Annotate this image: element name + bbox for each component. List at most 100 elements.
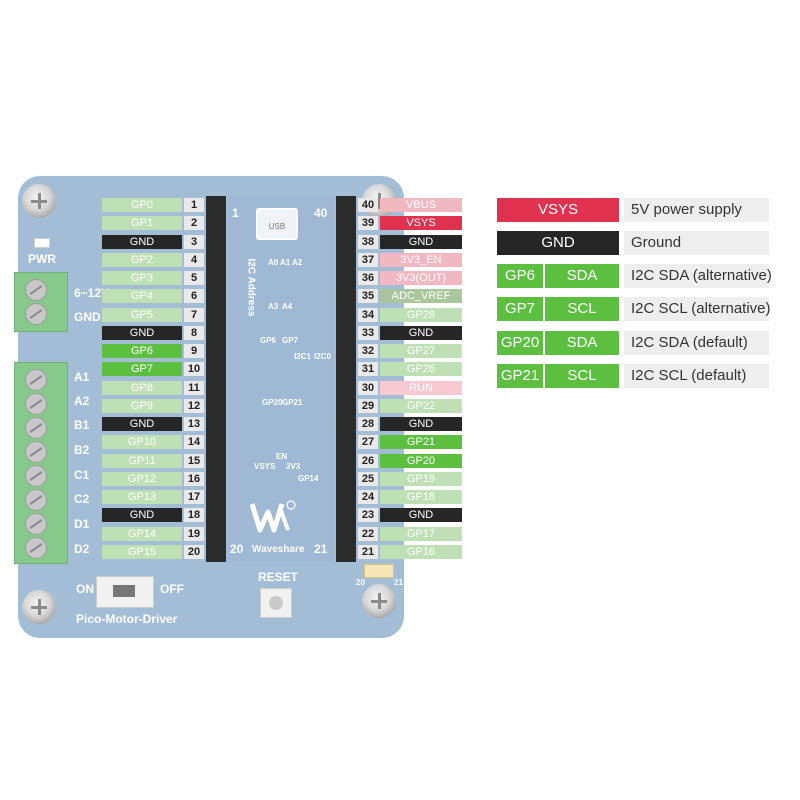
pin-number: 23 [358, 508, 378, 522]
pin-number: 38 [358, 235, 378, 249]
board-name: Pico-Motor-Driver [76, 612, 178, 626]
legend-description: 5V power supply [624, 198, 769, 222]
legend-swatch: GP21 [497, 364, 543, 388]
pin-number: 16 [184, 472, 204, 486]
jumper-gp7-label: GP7 [282, 336, 299, 345]
legend-swatch: VSYS [497, 198, 619, 222]
pin-number: 32 [358, 344, 378, 358]
terminal-screw-icon [25, 489, 47, 511]
terminal-screw-icon [25, 369, 47, 391]
pin-number: 7 [184, 308, 204, 322]
pin-label-gp19: GP19 [380, 472, 462, 486]
pin-label-vbus: VBUS [380, 198, 462, 212]
power-input-label: 6~12V [74, 286, 110, 300]
legend-description: I2C SDA (default) [624, 331, 769, 355]
terminal-screw-icon [25, 465, 47, 487]
pin-number: 1 [184, 198, 204, 212]
motor-label-a1: A1 [74, 370, 90, 384]
pin-number: 14 [184, 435, 204, 449]
pin-label-gp9: GP9 [102, 399, 182, 413]
reset-button-cap[interactable] [269, 596, 283, 610]
pin-label-gnd: GND [380, 235, 462, 249]
pin-label-gnd: GND [380, 508, 462, 522]
terminal-screw-icon [25, 441, 47, 463]
usb-label: USB [268, 222, 286, 231]
pin-number: 8 [184, 326, 204, 340]
reset-label: RESET [258, 570, 299, 584]
address-pin-a2: A2 [292, 258, 303, 267]
pwr-led-icon [34, 238, 50, 248]
legend-description: I2C SDA (alternative) [624, 264, 772, 288]
legend-swatch: GND [497, 231, 619, 255]
power-gnd-label: GND [74, 310, 101, 324]
pin-label-gp18: GP18 [380, 490, 462, 504]
header-pin-40-mark: 40 [314, 206, 328, 220]
terminal-screw-icon [25, 393, 47, 415]
pin-label-vsys: VSYS [380, 216, 462, 230]
address-pin-a4: A4 [282, 302, 293, 311]
pin-number: 5 [184, 271, 204, 285]
jumper-gp21-label: GP21 [282, 398, 303, 407]
pin-label-gp21: GP21 [380, 435, 462, 449]
address-pin-a0: A0 [268, 258, 279, 267]
pin-label-gp3: GP3 [102, 271, 182, 285]
pin-number: 9 [184, 344, 204, 358]
motor-label-a2: A2 [74, 394, 90, 408]
address-pin-a1: A1 [280, 258, 291, 267]
pin-number: 30 [358, 381, 378, 395]
switch-knob[interactable] [113, 585, 135, 597]
pin-number: 21 [358, 545, 378, 559]
pin-number: 33 [358, 326, 378, 340]
en-select-label: EN [276, 452, 288, 461]
pin-number: 10 [184, 362, 204, 376]
motor-label-c1: C1 [74, 468, 90, 482]
pin-label-gp1: GP1 [102, 216, 182, 230]
pico-footprint [228, 196, 334, 562]
legend-swatch: SDA [545, 331, 619, 355]
jumper-gp20-label: GP20 [262, 398, 283, 407]
jumper-20-label: 20 [356, 578, 365, 587]
legend-swatch: GP6 [497, 264, 543, 288]
pin-number: 35 [358, 289, 378, 303]
reset-button[interactable] [260, 588, 292, 618]
pin-number: 20 [184, 545, 204, 559]
usb-connector-icon: USB [256, 208, 298, 240]
pin-number: 25 [358, 472, 378, 486]
pin-number: 2 [184, 216, 204, 230]
power-switch[interactable] [96, 576, 154, 608]
pin-label-gnd: GND [380, 417, 462, 431]
pin-number: 39 [358, 216, 378, 230]
pin-label-gp2: GP2 [102, 253, 182, 267]
legend-description: I2C SCL (default) [624, 364, 769, 388]
pin-number: 12 [184, 399, 204, 413]
pin-number: 31 [358, 362, 378, 376]
pin-number: 15 [184, 454, 204, 468]
pin-label-gp11: GP11 [102, 454, 182, 468]
pin-label-gp17: GP17 [380, 527, 462, 541]
jumper-i2c0-label: I2C0 [314, 352, 331, 361]
pin-label-gp27: GP27 [380, 344, 462, 358]
pin-number: 11 [184, 381, 204, 395]
gp14-select-label: GP14 [298, 474, 319, 483]
pin-label-gp5: GP5 [102, 308, 182, 322]
pin-number: 34 [358, 308, 378, 322]
pin-number: 24 [358, 490, 378, 504]
pin-label-gp7: GP7 [102, 362, 182, 376]
header-pin-1-mark: 1 [232, 206, 239, 220]
screw-bottom-left-icon [22, 590, 56, 624]
i2c-address-label: I2C Address [245, 258, 257, 317]
pin-label-3v3(out): 3V3(OUT) [380, 271, 462, 285]
switch-on-label: ON [76, 582, 94, 596]
pin-number: 26 [358, 454, 378, 468]
power-terminal [14, 272, 68, 332]
brand-label: Waveshare [252, 544, 305, 555]
legend-swatch: SCL [545, 297, 619, 321]
pin-number: 18 [184, 508, 204, 522]
jumper-gp6-label: GP6 [260, 336, 277, 345]
pin-label-gp6: GP6 [102, 344, 182, 358]
pin-label-gp20: GP20 [380, 454, 462, 468]
pin-number: 17 [184, 490, 204, 504]
jumper-21-label: 21 [394, 578, 403, 587]
jumper-i2c1-label: I2C1 [294, 352, 311, 361]
